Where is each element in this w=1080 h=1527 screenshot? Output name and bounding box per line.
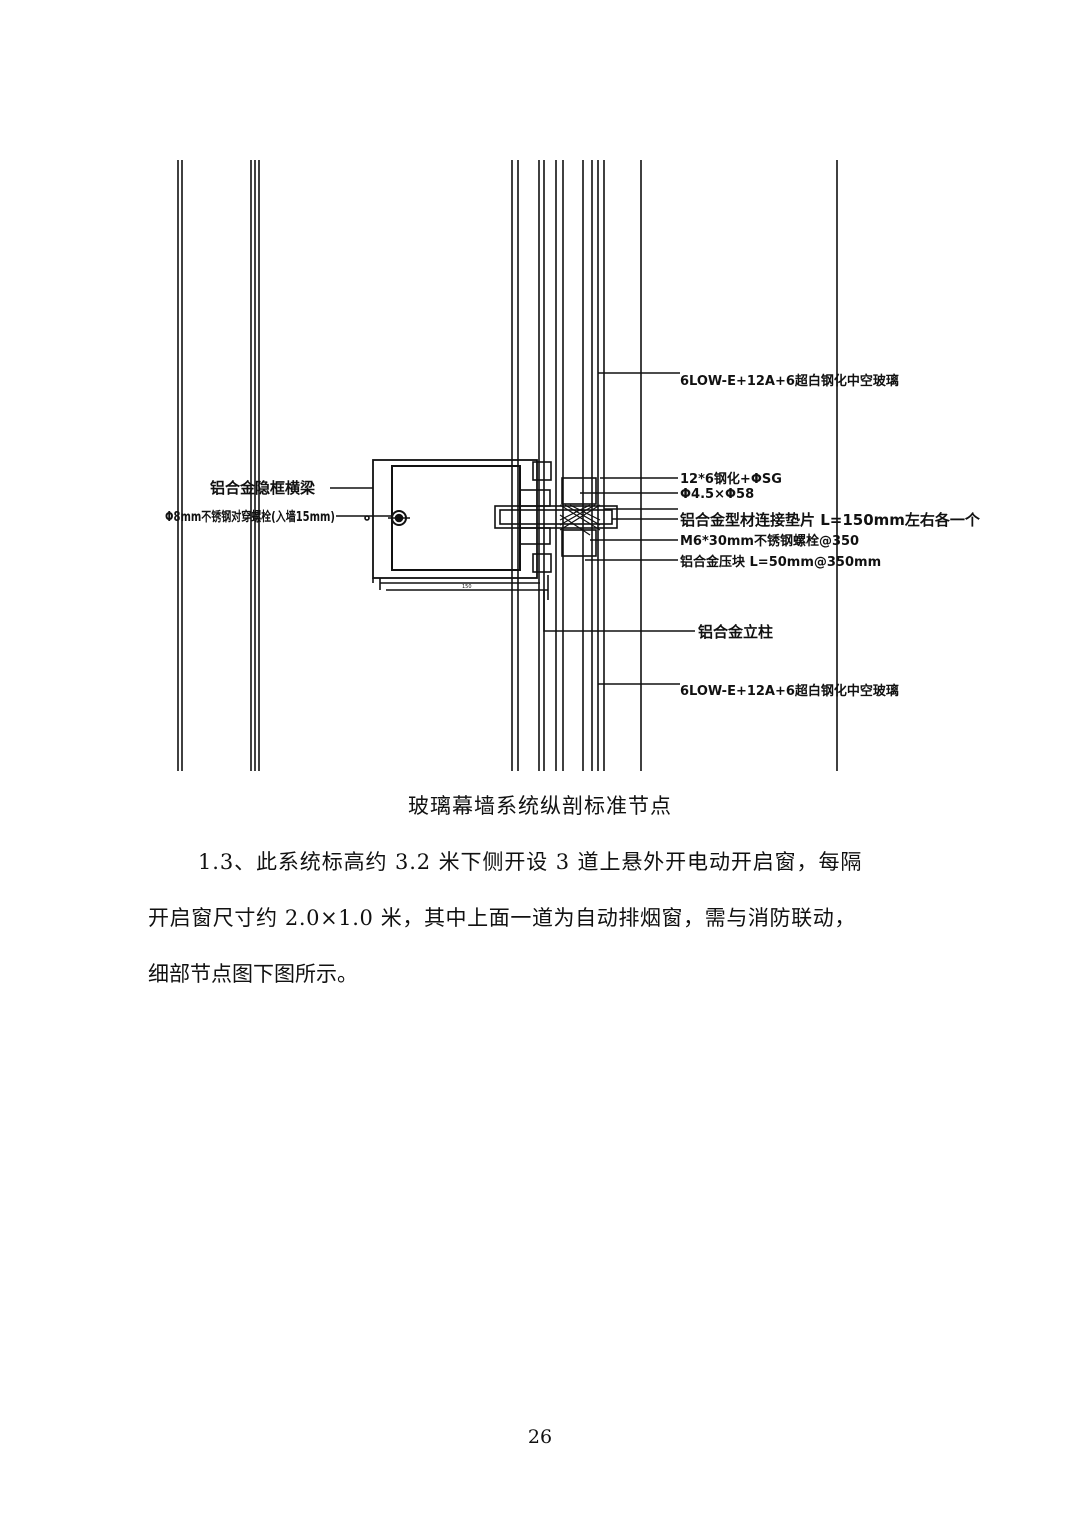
cad-section-drawing: 150 6LOW-E+12A+6超白钢化中空玻璃 铝合金隐框横梁 Φ8mm不锈钢… (165, 160, 981, 771)
label-screw: M6*30mm不锈钢螺栓@350 (680, 533, 859, 549)
label-pressing: 铝合金压块 L=50mm@350mm (680, 554, 881, 570)
label-glass-spec: 12*6钢化+ΦSG (680, 471, 782, 487)
label-transom: 铝合金隐框横梁 (210, 479, 316, 497)
page-number: 26 (527, 1426, 553, 1448)
paragraph-line-1: 1.3、此系统标高约 3.2 米下侧开设 3 道上悬外开电动开启窗，每隔 (198, 850, 863, 874)
figure-caption: 玻璃幕墙系统纵剖标准节点 (408, 794, 672, 818)
body-paragraph: 1.3、此系统标高约 3.2 米下侧开设 3 道上悬外开电动开启窗，每隔 开启窗… (148, 834, 948, 1002)
label-glass-bottom: 6LOW-E+12A+6超白钢化中空玻璃 (680, 683, 899, 699)
label-sealant: Φ4.5×Φ58 (680, 487, 754, 502)
paragraph-line-2: 开启窗尺寸约 2.0×1.0 米，其中上面一道为自动排烟窗，需与消防联动， (148, 906, 856, 930)
label-cushion: 铝合金型材连接垫片 L=150mm左右各一个 (680, 511, 981, 529)
dimension-label: 150 (462, 584, 472, 590)
label-mullion: 铝合金立柱 (698, 623, 773, 641)
paragraph-line-3: 细部节点图下图所示。 (148, 962, 358, 986)
label-bolt: Φ8mm不锈钢对穿螺栓(入墙15mm) (165, 509, 335, 525)
label-glass-top: 6LOW-E+12A+6超白钢化中空玻璃 (680, 373, 899, 389)
